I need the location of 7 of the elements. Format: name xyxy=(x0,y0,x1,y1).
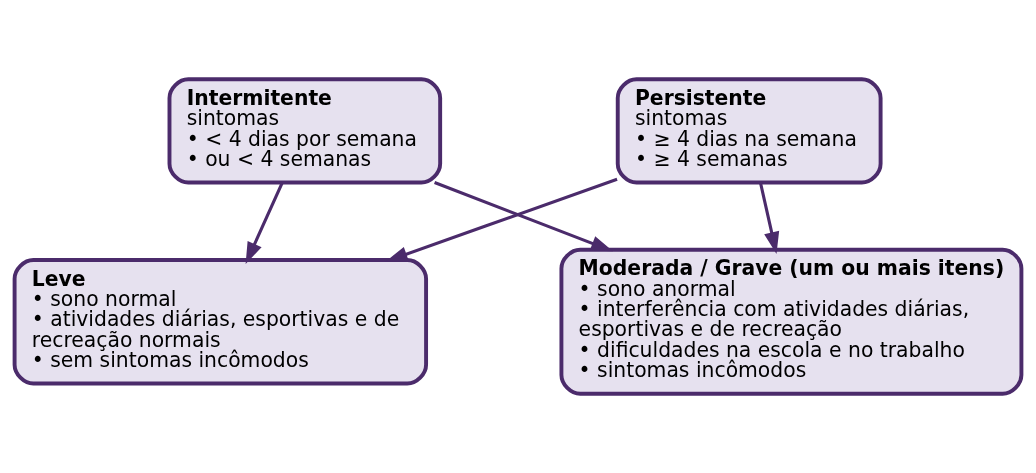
arrow xyxy=(758,182,780,254)
node-box: Moderada / Grave (um ou mais itens) • sono anormal • interferência com atividades diárias, esportivas e de recreação • dificuldades na escola e no trabalho • sintomas incômodos xyxy=(559,247,1024,396)
node-box: Leve • sono normal • atividades diárias, esportivas e de recreação normais • sem sintomas incômodos xyxy=(12,258,429,386)
arrow xyxy=(434,181,613,252)
node-box: Persistente sintomas • ≥ 4 dias na semana • ≥ 4 semanas xyxy=(615,77,883,185)
node-box: Intermitente sintomas • < 4 dias por semana • ou < 4 semanas xyxy=(167,77,443,185)
arrow xyxy=(245,182,284,265)
